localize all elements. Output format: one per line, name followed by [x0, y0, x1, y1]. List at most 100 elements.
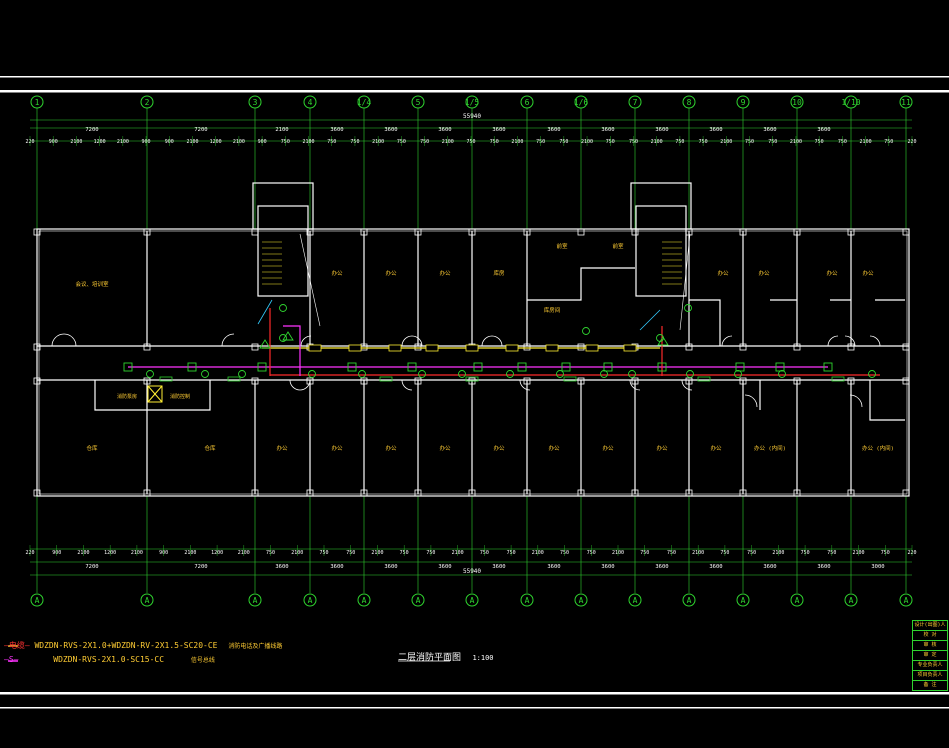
axis-label-top: 2 [145, 98, 150, 107]
partition [94, 380, 211, 411]
column [251, 377, 259, 385]
column [847, 377, 855, 385]
axis-label-bottom: A [416, 596, 421, 605]
column [143, 228, 151, 236]
smoke-detector [201, 370, 209, 378]
fire-devices [123, 304, 876, 382]
column [847, 343, 855, 351]
dimension-bay-top: 3600 [492, 127, 505, 133]
column [360, 228, 368, 236]
stair-west-projection [252, 182, 314, 230]
room-label: 办公 [548, 444, 560, 452]
axis-label-top: 1 [35, 98, 40, 107]
axis-bubble-bottom [30, 593, 44, 607]
legend-row-signal: —S— WDZDN-RVS-2X1.0-SC15-CC 信号总线 [4, 655, 215, 664]
axis-bubble-top [844, 95, 858, 109]
dimension-bay-top: 3600 [438, 127, 451, 133]
column [902, 377, 910, 385]
axis-label-bottom: A [470, 596, 475, 605]
column [631, 228, 639, 236]
axis-bubble-top [357, 95, 371, 109]
axis-label-bottom: A [633, 596, 638, 605]
smoke-detector [582, 327, 590, 335]
smoke-detector [308, 370, 316, 378]
axis-label-bottom: A [904, 596, 909, 605]
axis-label-top: 1/5 [465, 98, 480, 107]
alarm-bell [388, 344, 402, 352]
axis-label-bottom: A [795, 596, 800, 605]
smoke-detector [686, 370, 694, 378]
dimension-bay-top: 3600 [817, 127, 830, 133]
room-label: 仓库 [86, 444, 98, 452]
column [414, 377, 422, 385]
partition [869, 380, 905, 421]
column [468, 228, 476, 236]
room-label: 仓库 [204, 444, 216, 452]
axis-label-bottom: A [253, 596, 258, 605]
hydrant-button [563, 376, 577, 382]
column [793, 228, 801, 236]
column [306, 489, 314, 497]
column [251, 228, 259, 236]
dimension-total: 55940 [463, 113, 481, 120]
drawing-scale: 1:100 [472, 654, 494, 662]
smoke-detector [684, 304, 692, 312]
axis-label-bottom: A [579, 596, 584, 605]
hydrant-button [159, 376, 173, 382]
title-block: 设计(出图)人 校 对 审 核 审 定 专业负责人 项目负责人 备 注 [912, 620, 948, 691]
axis-bubble-top [248, 95, 262, 109]
axis-label-bottom: A [525, 596, 530, 605]
axis-label-bottom: A [145, 596, 150, 605]
module-box [187, 362, 197, 372]
room-label-small: 消防泵房 [117, 393, 137, 400]
column [414, 228, 422, 236]
room-label-small: 消防控制 [170, 393, 190, 400]
title-block-row: 专业负责人 [913, 661, 947, 671]
room-label: 办公 [385, 444, 397, 452]
axis-bubble-bottom [790, 593, 804, 607]
smoke-detector [734, 370, 742, 378]
column [414, 343, 422, 351]
title-block-row: 设计(出图)人 [913, 621, 947, 631]
axis-bubble-bottom [520, 593, 534, 607]
dimension-bay-bottom: 7200 [85, 564, 98, 570]
axis-label-bottom: A [741, 596, 746, 605]
alarm-bell [505, 344, 519, 352]
room-labels: 会议、培训室办公办公办公库房前室前室库房间办公办公办公办公仓库仓库办公办公办公办… [75, 242, 893, 452]
column [685, 489, 693, 497]
module-box [257, 362, 267, 372]
column [739, 489, 747, 497]
legend-prefix: —S— [4, 655, 19, 664]
axis-label-top: 1/6 [574, 98, 589, 107]
column [739, 228, 747, 236]
room-label: 办公 [385, 269, 397, 277]
column [631, 489, 639, 497]
column [33, 489, 41, 497]
axis-bubble-top [520, 95, 534, 109]
axis-bubble-top [411, 95, 425, 109]
room-label: 办公 [602, 444, 614, 452]
axis-bubble-top [140, 95, 154, 109]
module-box [561, 362, 571, 372]
cable-routes [128, 233, 880, 376]
column [902, 489, 910, 497]
dimension-bay-bottom: 3600 [330, 564, 343, 570]
smoke-detector [778, 370, 786, 378]
column [33, 377, 41, 385]
title-block-row: 项目负责人 [913, 671, 947, 681]
room-label: 办公 [656, 444, 668, 452]
module-box [473, 362, 483, 372]
axis-bubble-bottom [736, 593, 750, 607]
axis-bubble-bottom [357, 593, 371, 607]
room-label: 办公 [826, 269, 838, 277]
axis-bubble-bottom [844, 593, 858, 607]
column [847, 228, 855, 236]
room-label: 办公 [710, 444, 722, 452]
dimension-bay-top: 3600 [330, 127, 343, 133]
room-label: 办公 [493, 444, 505, 452]
column [33, 343, 41, 351]
axis-bubble-bottom [411, 593, 425, 607]
dimension-bay-bottom: 3600 [275, 564, 288, 570]
axis-label-top: 7 [633, 98, 638, 107]
